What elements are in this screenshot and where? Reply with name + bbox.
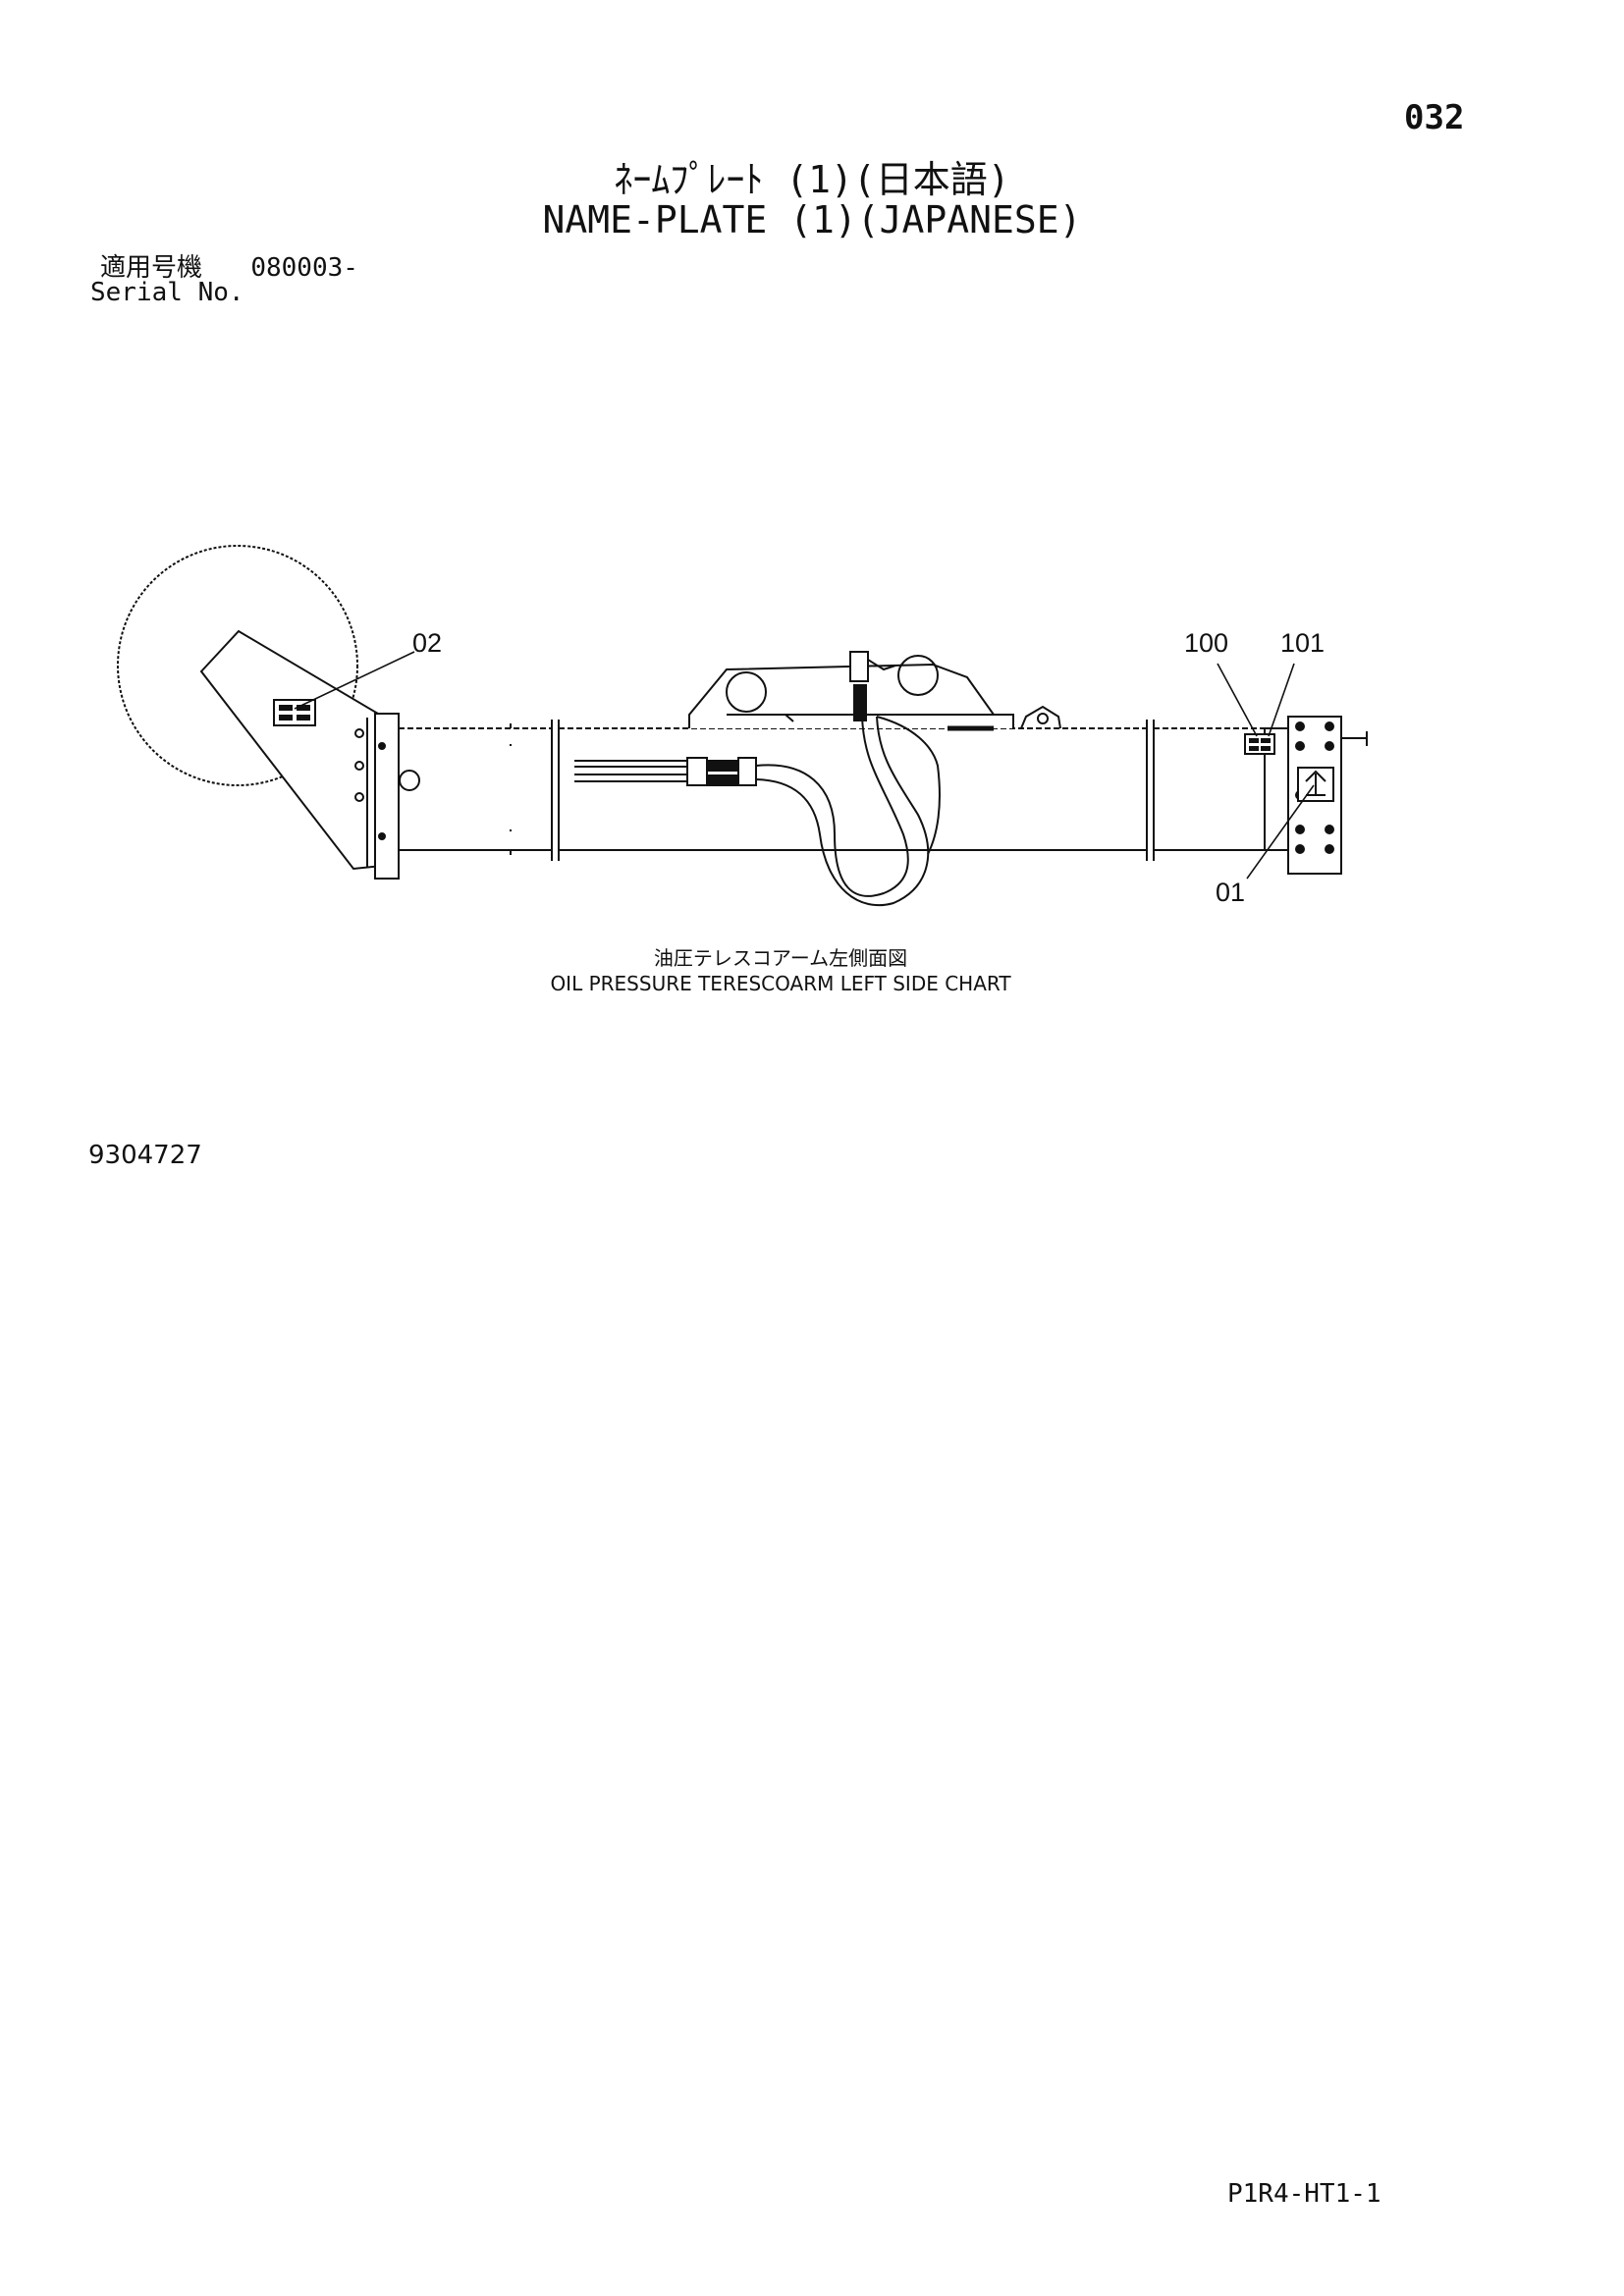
name-plate-01 bbox=[1297, 767, 1334, 802]
title-japanese: ﾈｰﾑﾌﾟﾚｰﾄ (1)(日本語) bbox=[614, 158, 1010, 201]
telescopic-boom bbox=[399, 720, 1265, 861]
callout-02: 02 bbox=[412, 628, 442, 658]
page-number: 032 bbox=[1404, 98, 1465, 137]
document-code: P1R4-HT1-1 bbox=[1227, 2179, 1381, 2209]
title-english: NAME-PLATE (1)(JAPANESE) bbox=[542, 198, 1082, 241]
callout-101: 101 bbox=[1280, 628, 1325, 658]
leader-lines bbox=[294, 651, 1315, 880]
circular-component bbox=[117, 545, 358, 786]
serial-row: 適用号機 080003- bbox=[100, 247, 358, 284]
hydraulic-hoses bbox=[574, 651, 941, 907]
diagram-caption-english: OIL PRESSURE TERESCOARM LEFT SIDE CHART bbox=[550, 972, 1011, 995]
name-plates-100-101 bbox=[1244, 733, 1275, 755]
serial-label-english: Serial No. bbox=[90, 278, 244, 307]
drawing-number: 9304727 bbox=[88, 1141, 202, 1170]
callout-01: 01 bbox=[1216, 878, 1245, 907]
telescopic-arm-diagram: 02 100 101 01 bbox=[117, 545, 1368, 907]
cylinder-mount-lug bbox=[688, 655, 1061, 731]
angled-bracket bbox=[199, 629, 420, 880]
callout-100: 100 bbox=[1184, 628, 1228, 658]
diagram-caption-japanese: 油圧テレスコアーム左側面図 bbox=[653, 946, 908, 970]
serial-value: 080003- bbox=[250, 253, 358, 283]
name-plate-02 bbox=[273, 699, 316, 726]
serial-label-japanese: 適用号機 bbox=[100, 253, 203, 283]
